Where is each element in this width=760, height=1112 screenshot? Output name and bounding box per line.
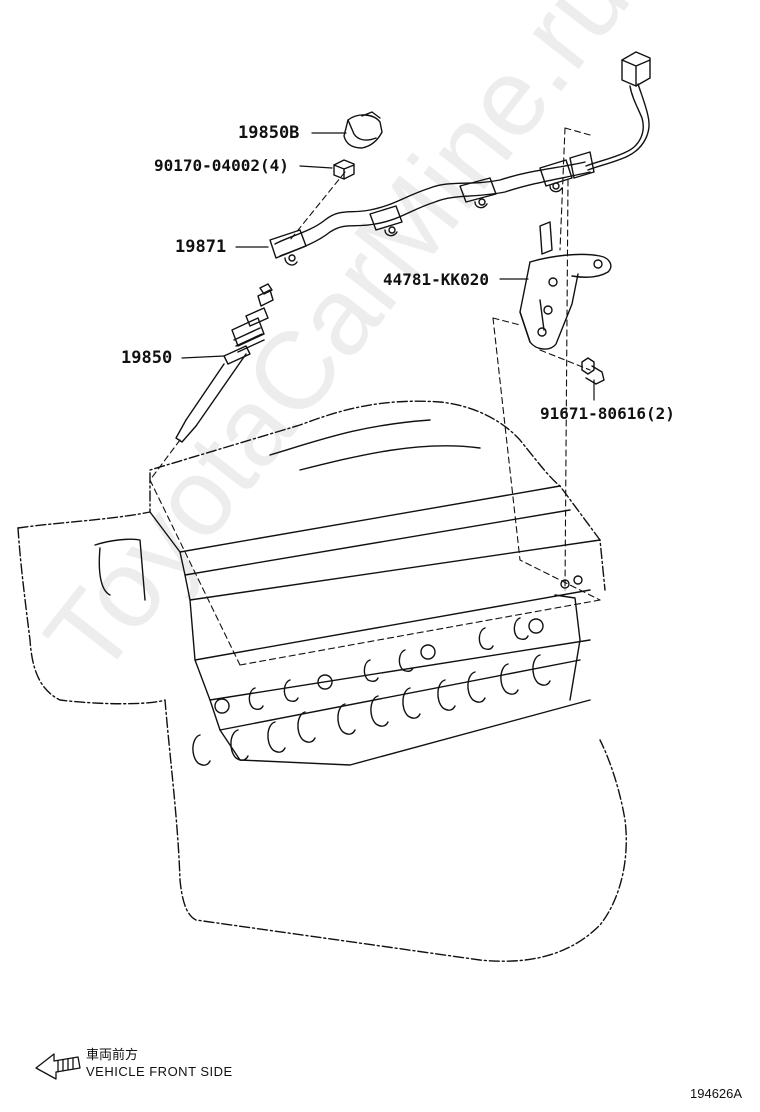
part-91671-bolt-drawing [581, 357, 605, 385]
label-44781-KK020: 44781-KK020 [383, 270, 489, 289]
engine-block-outline [17, 400, 627, 962]
front-arrow-icon [35, 1053, 81, 1080]
assembly-dashed-lines [149, 127, 601, 666]
label-19850B: 19850B [238, 123, 300, 143]
legend-japanese: 車両前方 [86, 1048, 139, 1063]
part-44781-bracket-drawing [519, 221, 612, 350]
label-19850: 19850 [121, 348, 173, 368]
legend-vehicle-front-side: VEHICLE FRONT SIDE [86, 1064, 233, 1079]
part-19871-harness-drawing [269, 51, 651, 266]
part-19850-glowplug-drawing [175, 283, 274, 443]
label-91671-80616: 91671-80616(2) [540, 404, 675, 423]
label-19871: 19871 [175, 237, 227, 257]
engine-block-face [192, 575, 591, 766]
leader-lines [181, 132, 595, 401]
part-19850B-drawing [343, 111, 383, 149]
part-90170-nut-drawing [333, 159, 355, 180]
engine-block-top [94, 419, 601, 661]
label-90170-04002: 90170-04002(4) [154, 156, 289, 175]
figure-number: 194626A [690, 1086, 743, 1101]
